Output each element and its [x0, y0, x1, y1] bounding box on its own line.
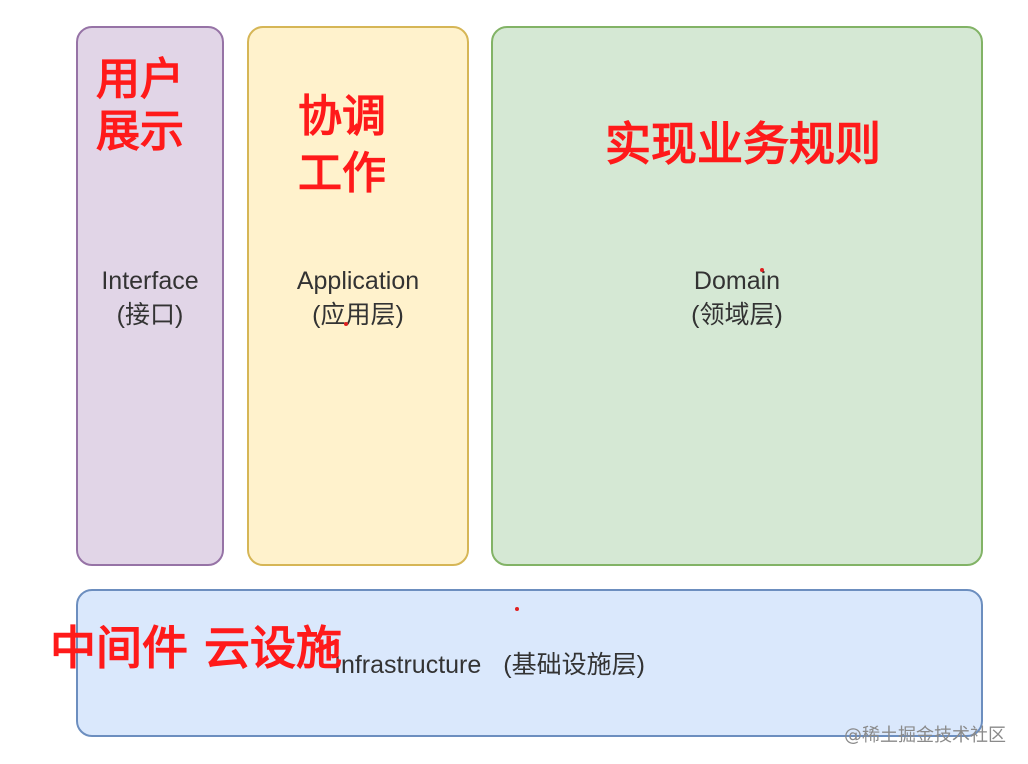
infrastructure-annotation-line: 中间件 云设施 — [50, 621, 343, 675]
interface-annotation-line: 展示 — [96, 106, 184, 157]
interface-layer-name: Interface — [101, 267, 199, 295]
application-annotation: 协调 工作 — [298, 88, 386, 202]
red-dot-mark — [760, 268, 764, 272]
red-dot-mark — [344, 322, 348, 326]
domain-layer-cn: (领域层) — [691, 301, 783, 329]
application-layer-box — [247, 26, 469, 566]
domain-annotation-line: 实现业务规则 — [605, 117, 881, 171]
interface-annotation: 用户 展示 — [96, 54, 184, 158]
infrastructure-layer-name: Infrastructure — [334, 651, 482, 679]
interface-annotation-line: 用户 — [96, 54, 184, 105]
infrastructure-layer-cn: (基础设施层) — [503, 651, 645, 679]
infrastructure-layer-label: Infrastructure (基础设施层) — [334, 648, 645, 682]
application-annotation-line: 工作 — [298, 148, 386, 199]
interface-layer-box — [76, 26, 224, 566]
application-layer-label: Application (应用层) — [247, 264, 469, 332]
red-dot-mark — [515, 607, 519, 611]
interface-layer-cn: (接口) — [116, 301, 184, 329]
interface-layer-label: Interface (接口) — [76, 264, 224, 332]
domain-layer-box — [491, 26, 983, 566]
application-layer-name: Application — [296, 267, 420, 295]
watermark: @稀土掘金技术社区 — [844, 725, 1006, 746]
domain-annotation: 实现业务规则 — [605, 116, 881, 172]
application-layer-cn: (应用层) — [312, 301, 404, 329]
application-annotation-line: 协调 — [298, 91, 386, 142]
infrastructure-annotation: 中间件 云设施 — [50, 618, 342, 678]
domain-layer-name: Domain — [693, 267, 781, 295]
infrastructure-layer-box — [76, 589, 983, 737]
domain-layer-label: Domain (领域层) — [491, 264, 983, 332]
